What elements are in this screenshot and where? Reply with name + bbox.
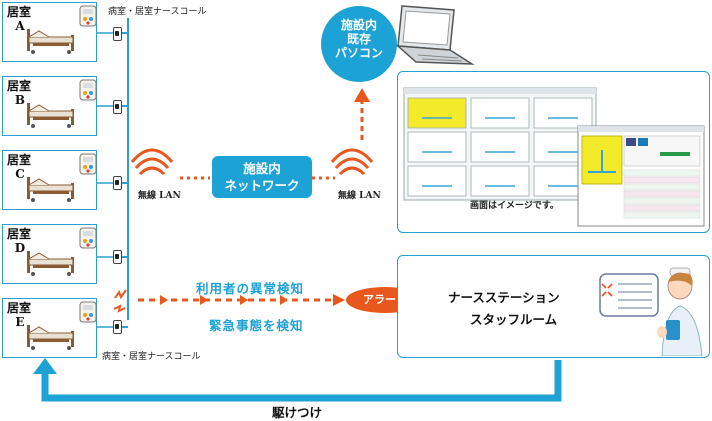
nurse-call-box-a (113, 27, 122, 41)
bed-icon (27, 325, 74, 350)
wireless-lan-label-right: 無線 LAN (338, 191, 381, 201)
existing-pc-circle: 施設内 既存 パソコン (321, 6, 397, 82)
screen-image-note: 画面はイメージです。 (470, 201, 559, 211)
nurse-station-label: ナースステーション (448, 290, 560, 305)
room-label-text: 居室 (7, 79, 32, 93)
room-letter: B (14, 93, 26, 107)
staff-room-label: スタッフルーム (470, 312, 558, 327)
room-label-text: 居室 (7, 227, 32, 241)
nurse-call-label-bottom: 病室・居室ナースコール (102, 352, 201, 362)
anomaly-detect-label: 利用者の異常検知 (196, 281, 305, 296)
nurse-call-box-b (113, 100, 122, 114)
wifi-icon-left (130, 148, 174, 176)
room-letter: A (15, 19, 25, 33)
nurse-call-unit-icon (79, 301, 97, 323)
monitoring-screen-mockup (403, 87, 705, 227)
wireless-lan-label-left: 無線 LAN (138, 191, 181, 201)
pc-line1: 施設内 (340, 18, 377, 32)
staff-illustration (599, 267, 703, 356)
room-label-text: 居室 (7, 153, 32, 167)
room-letter: C (15, 167, 25, 181)
bed-icon (27, 103, 74, 128)
rush-arrowhead-icon (33, 358, 57, 374)
network-line1: 施設内 (243, 161, 281, 176)
up-arrow-icon (354, 88, 370, 102)
facility-network-box: 施設内 ネットワーク (212, 156, 312, 198)
pc-line3: パソコン (334, 46, 383, 60)
nurse-call-box-c (113, 176, 122, 190)
laptop-icon (395, 5, 475, 65)
alert-spark-icon (113, 289, 127, 313)
nurse-call-unit-icon (79, 153, 97, 175)
rush-label: 駆けつけ (272, 405, 323, 420)
nurse-call-unit-icon (79, 5, 97, 27)
bed-icon (27, 251, 74, 276)
room-letter: E (15, 315, 25, 329)
bed-icon (27, 29, 74, 54)
nurse-call-label-top: 病室・居室ナースコール (108, 7, 207, 17)
room-label-text: 居室 (7, 5, 32, 19)
emergency-detect-label: 緊急事態を検知 (209, 318, 304, 333)
rush-arrow (41, 360, 562, 402)
nurse-call-box-d (113, 250, 122, 264)
nurse-call-unit-icon (79, 227, 97, 249)
bed-icon (27, 177, 74, 202)
nurse-call-box-e (113, 320, 122, 334)
pc-line2: 既存 (346, 32, 371, 46)
network-line2: ネットワーク (224, 178, 300, 193)
room-label-text: 居室 (7, 301, 32, 315)
screen-image-panel: 画面はイメージです。 (397, 71, 710, 233)
wifi-icon-right (330, 148, 374, 176)
nurse-icon (657, 267, 703, 356)
nurse-call-unit-icon (79, 79, 97, 101)
room-letter: D (14, 241, 26, 255)
